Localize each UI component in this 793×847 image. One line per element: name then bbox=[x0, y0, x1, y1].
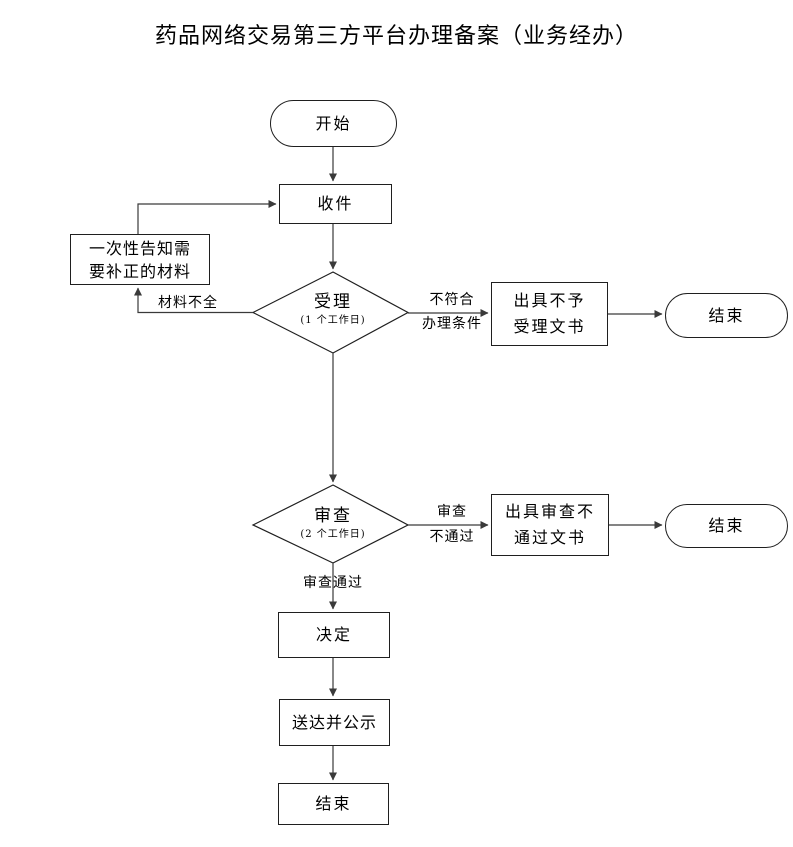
edge-notify-to-receive bbox=[137, 200, 277, 234]
node-deliver-publicize-label: 送达并公示 bbox=[291, 712, 377, 732]
node-decision-label: 决定 bbox=[315, 625, 352, 644]
node-receive: 收件 bbox=[279, 184, 392, 224]
node-end-review: 结束 bbox=[665, 504, 788, 548]
edge-label-review-fail-line1: 审查 bbox=[437, 504, 467, 520]
node-accept-label: 受理 bbox=[314, 292, 352, 312]
node-end-final-label: 结束 bbox=[315, 794, 352, 813]
node-start: 开始 bbox=[270, 100, 397, 147]
node-decision: 决定 bbox=[278, 612, 390, 658]
node-reject-document-line1: 出具不予 bbox=[513, 291, 586, 310]
node-review-duration: (2 个工作日) bbox=[300, 529, 366, 540]
edge-label-not-meet-conditions-line1: 不符合 bbox=[429, 292, 475, 308]
node-review-fail-document: 出具审查不 通过文书 bbox=[491, 494, 609, 556]
node-reject-document-line2: 受理文书 bbox=[513, 317, 586, 336]
node-review-fail-document-line2: 通过文书 bbox=[513, 528, 586, 547]
edge-label-review-fail-line2: 不通过 bbox=[429, 529, 475, 545]
node-review-fail-document-line1: 出具审查不 bbox=[504, 502, 595, 521]
node-end-reject-label: 结束 bbox=[708, 305, 745, 325]
edge-label-review-pass: 审查通过 bbox=[303, 575, 363, 591]
node-end-reject: 结束 bbox=[665, 293, 788, 338]
edge-accept-to-notify bbox=[134, 287, 253, 314]
node-review-label: 审查 bbox=[314, 506, 352, 526]
page-title: 药品网络交易第三方平台办理备案（业务经办） bbox=[154, 24, 638, 49]
node-receive-label: 收件 bbox=[317, 194, 354, 213]
node-end-final: 结束 bbox=[278, 783, 389, 825]
node-notify-materials: 一次性告知需 要补正的材料 bbox=[70, 234, 210, 285]
node-notify-label-line1: 一次性告知需 bbox=[88, 238, 191, 258]
node-start-label: 开始 bbox=[315, 113, 352, 133]
accept-diamond-shape bbox=[251, 271, 410, 354]
node-end-review-label: 结束 bbox=[708, 516, 745, 535]
edge-label-materials-incomplete: 材料不全 bbox=[158, 295, 218, 311]
node-notify-label-line2: 要补正的材料 bbox=[88, 261, 191, 281]
node-reject-document: 出具不予 受理文书 bbox=[491, 282, 608, 346]
edge-label-not-meet-conditions-line2: 办理条件 bbox=[422, 316, 482, 332]
node-deliver-publicize: 送达并公示 bbox=[279, 699, 390, 746]
node-accept-duration: (1 个工作日) bbox=[300, 315, 366, 326]
